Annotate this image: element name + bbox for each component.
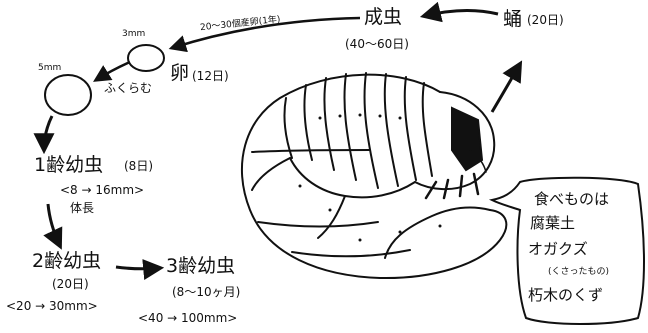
egg-duration: (12日) (192, 69, 229, 83)
grub-illustration (241, 72, 508, 280)
larva1-growth-note: 体長 (70, 201, 95, 215)
adult-label: 成虫 (364, 6, 403, 28)
larva3-label: 3齢幼虫 (166, 255, 236, 277)
larva1-duration: (8日) (124, 159, 153, 173)
egg-large-shape (44, 74, 92, 116)
larva2-duration: (20日) (52, 277, 89, 291)
food-line-3: オガクズ (528, 240, 588, 258)
food-line-2: 腐葉土 (530, 214, 576, 232)
larva3-growth: <40 → 100mm> (138, 311, 238, 325)
larva1-label: 1齢幼虫 (34, 154, 104, 176)
larva3-duration: (8〜10ヶ月) (172, 285, 241, 299)
arrow-egg-grow (93, 60, 131, 82)
adult-duration: (40〜60日) (345, 37, 409, 51)
larva2-label: 2齢幼虫 (32, 250, 102, 272)
pupa-duration: (20日) (527, 13, 564, 27)
egg-size-small: 3mm (122, 29, 146, 39)
food-line-4: (くさったもの) (548, 267, 610, 277)
pupa-label: 蛹 (503, 8, 523, 30)
larva1-growth: <8 → 16mm> (60, 183, 145, 197)
arrow-pupa-to-adult (419, 1, 499, 23)
arrow-larva3-to-pupa (490, 60, 523, 113)
arrow-egg-to-larva1 (33, 115, 55, 155)
food-line-5: 朽木のくず (528, 286, 604, 304)
egg-size-large: 5mm (38, 63, 62, 73)
food-line-1: 食べものは (534, 190, 610, 208)
egg-swell-note: ふくらむ (104, 81, 153, 95)
egg-small-shape (127, 44, 165, 72)
arrow-larva2-to-larva3 (115, 259, 165, 280)
arrow-adult-to-egg (168, 16, 361, 53)
food-speech-bubble (488, 176, 645, 325)
grub-spiracles (298, 113, 442, 242)
arrow-larva1-to-larva2 (43, 203, 63, 250)
egg-label: 卵 (170, 62, 190, 84)
larva2-growth: <20 → 30mm> (6, 299, 98, 313)
